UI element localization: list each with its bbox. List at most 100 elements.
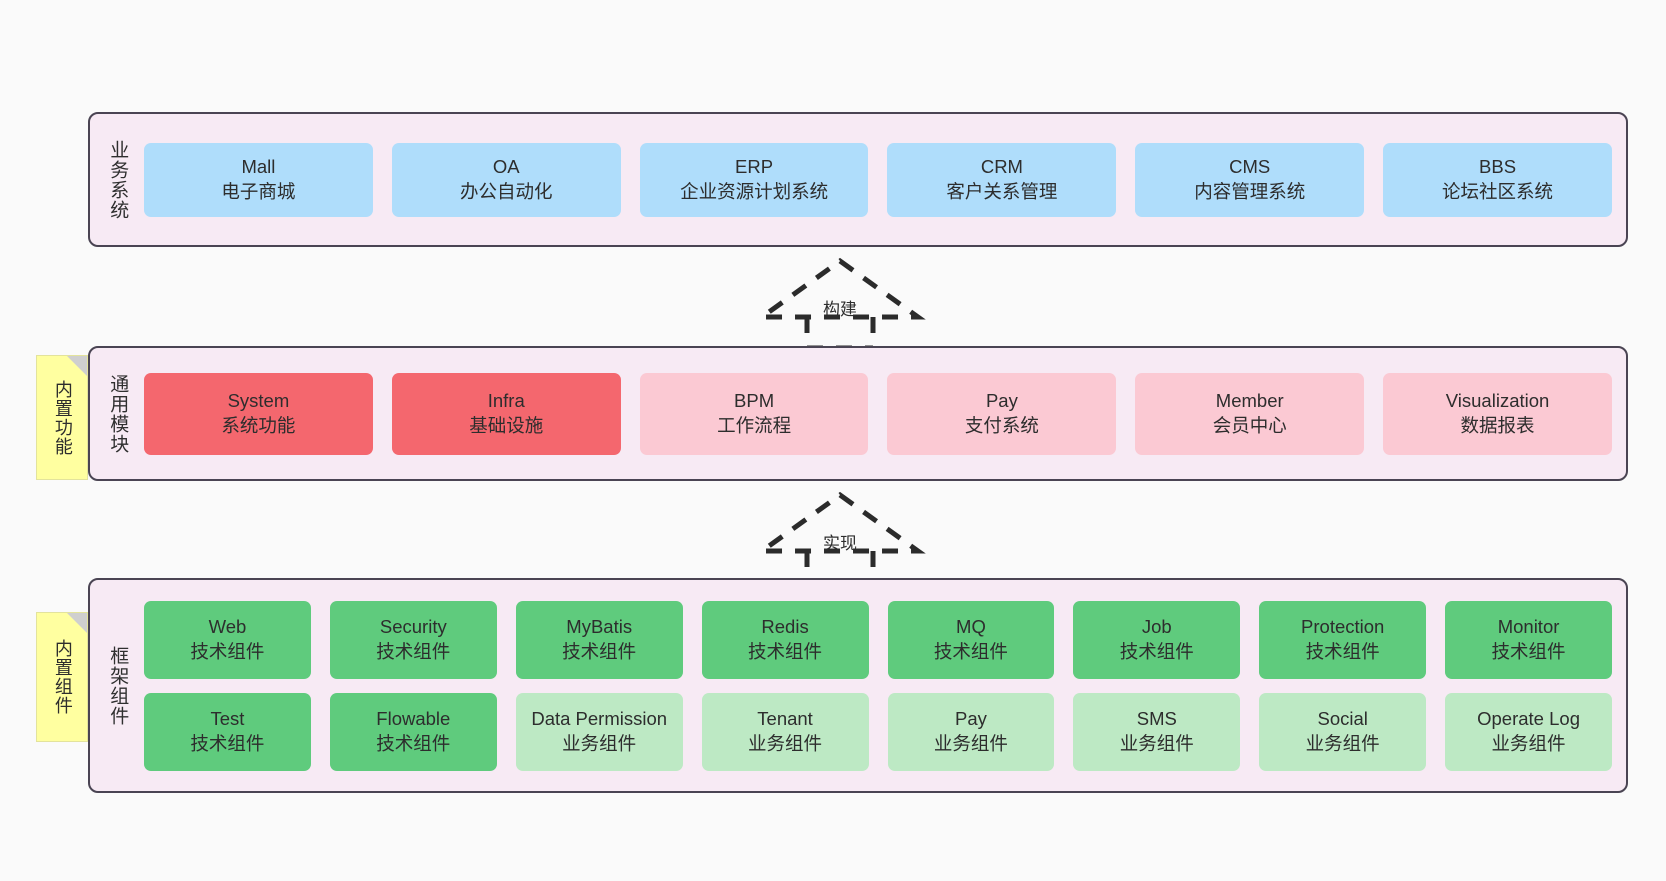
card-title-en: Mall (241, 156, 276, 178)
card-visualization[interactable]: Visualization 数据报表 (1383, 372, 1612, 455)
card-title-en: Operate Log (1477, 708, 1580, 730)
card-test[interactable]: Test 技术组件 (144, 692, 311, 771)
card-mall[interactable]: Mall 电子商城 (144, 142, 373, 217)
card-row: Test 技术组件 Flowable 技术组件 Data Permission … (144, 692, 1612, 771)
card-title-en: Monitor (1497, 616, 1560, 638)
card-title-cn: 支付系统 (964, 414, 1039, 436)
card-security[interactable]: Security 技术组件 (329, 600, 497, 679)
card-title-en: Member (1215, 390, 1284, 412)
card-title-cn: 工作流程 (717, 414, 792, 436)
card-title-cn: 技术组件 (1119, 640, 1194, 662)
card-monitor[interactable]: Monitor 技术组件 (1445, 600, 1612, 679)
card-title-en: CMS (1229, 156, 1271, 178)
card-bbs[interactable]: BBS 论坛社区系统 (1383, 142, 1612, 217)
card-title-cn: 技术组件 (748, 640, 823, 662)
arrow-head-triangle (754, 491, 926, 554)
card-row: Web 技术组件 Security 技术组件 MyBatis 技术组件 Redi… (144, 600, 1612, 679)
arrow-head-triangle (754, 257, 926, 320)
card-pay[interactable]: Pay 支付系统 (887, 372, 1117, 455)
card-title-en: Test (210, 708, 245, 730)
card-title-en: SMS (1136, 708, 1177, 730)
card-title-cn: 业务组件 (562, 732, 637, 754)
card-title-en: Protection (1301, 616, 1385, 638)
card-infra[interactable]: Infra 基础设施 (391, 372, 621, 455)
sticky-note-builtin-component: 内置组件 (36, 612, 88, 742)
card-erp[interactable]: ERP 企业资源计划系统 (639, 142, 869, 217)
card-redis[interactable]: Redis 技术组件 (701, 600, 869, 679)
card-title-en: MQ (956, 616, 986, 638)
layer-body-business-system: Mall 电子商城 OA 办公自动化 ERP 企业资源计划系统 CRM 客户关系… (134, 122, 1616, 237)
card-title-en: ERP (735, 156, 774, 178)
card-title-cn: 会员中心 (1212, 414, 1287, 436)
card-title-cn: 技术组件 (1491, 640, 1566, 662)
card-pay-business[interactable]: Pay 业务组件 (887, 692, 1055, 771)
card-title-cn: 电子商城 (221, 180, 296, 202)
card-title-en: BBS (1479, 156, 1517, 178)
card-row: System 系统功能 Infra 基础设施 BPM 工作流程 Pay 支付系统… (144, 372, 1612, 455)
card-title-cn: 业务组件 (1119, 732, 1194, 754)
layer-title-business-system: 业务系统 (107, 139, 129, 220)
card-title-cn: 基础设施 (469, 414, 544, 436)
card-title-cn: 技术组件 (933, 640, 1008, 662)
card-title-cn: 技术组件 (190, 640, 265, 662)
layer-framework-component: 框架组件 Web 技术组件 Security 技术组件 MyBatis 技术组件… (88, 578, 1628, 793)
card-data-permission[interactable]: Data Permission 业务组件 (515, 692, 683, 771)
card-title-en: Social (1317, 708, 1368, 730)
card-tenant[interactable]: Tenant 业务组件 (701, 692, 869, 771)
card-title-en: Job (1141, 616, 1172, 638)
card-title-cn: 技术组件 (376, 640, 451, 662)
card-title-cn: 业务组件 (1305, 732, 1380, 754)
card-title-cn: 技术组件 (376, 732, 451, 754)
layer-body-framework-component: Web 技术组件 Security 技术组件 MyBatis 技术组件 Redi… (134, 588, 1616, 783)
card-title-en: OA (492, 156, 520, 178)
card-sms[interactable]: SMS 业务组件 (1073, 692, 1241, 771)
card-crm[interactable]: CRM 客户关系管理 (887, 142, 1117, 217)
connector-label-realize: 实现 (823, 534, 857, 553)
card-title-en: Redis (761, 616, 809, 638)
card-social[interactable]: Social 业务组件 (1259, 692, 1427, 771)
card-row: Mall 电子商城 OA 办公自动化 ERP 企业资源计划系统 CRM 客户关系… (144, 142, 1612, 217)
card-title-cn: 内容管理系统 (1194, 180, 1306, 202)
card-title-en: Tenant (757, 708, 813, 730)
connector-build: 构建 (750, 255, 930, 350)
card-title-cn: 业务组件 (1491, 732, 1566, 754)
connector-realize: 实现 (750, 489, 930, 584)
card-system[interactable]: System 系统功能 (144, 372, 373, 455)
card-title-en: Infra (487, 390, 525, 412)
card-title-cn: 企业资源计划系统 (680, 180, 829, 202)
card-mybatis[interactable]: MyBatis 技术组件 (515, 600, 683, 679)
card-title-en: Web (208, 616, 247, 638)
layer-title-framework-component: 框架组件 (107, 645, 129, 726)
card-member[interactable]: Member 会员中心 (1135, 372, 1365, 455)
card-oa[interactable]: OA 办公自动化 (391, 142, 621, 217)
card-title-cn: 技术组件 (562, 640, 637, 662)
card-title-en: Security (379, 616, 447, 638)
card-operate-log[interactable]: Operate Log 业务组件 (1445, 692, 1612, 771)
card-title-en: System (227, 390, 290, 412)
card-title-cn: 系统功能 (221, 414, 296, 436)
card-title-en: Data Permission (531, 708, 668, 730)
card-bpm[interactable]: BPM 工作流程 (639, 372, 869, 455)
card-title-en: Pay (985, 390, 1018, 412)
card-web[interactable]: Web 技术组件 (144, 600, 311, 679)
card-title-en: MyBatis (566, 616, 633, 638)
card-title-cn: 业务组件 (933, 732, 1008, 754)
layer-title-common-module: 通用模块 (107, 373, 129, 454)
sticky-note-label: 内置功能 (52, 379, 73, 456)
card-title-cn: 业务组件 (748, 732, 823, 754)
card-mq[interactable]: MQ 技术组件 (887, 600, 1055, 679)
connector-label-build: 构建 (823, 300, 857, 319)
card-job[interactable]: Job 技术组件 (1073, 600, 1241, 679)
layer-body-common-module: System 系统功能 Infra 基础设施 BPM 工作流程 Pay 支付系统… (134, 356, 1616, 471)
card-protection[interactable]: Protection 技术组件 (1259, 600, 1427, 679)
card-title-en: Visualization (1445, 390, 1550, 412)
card-title-cn: 数据报表 (1460, 414, 1535, 436)
card-cms[interactable]: CMS 内容管理系统 (1135, 142, 1365, 217)
card-title-cn: 技术组件 (190, 732, 265, 754)
card-title-en: CRM (980, 156, 1023, 178)
card-title-cn: 论坛社区系统 (1442, 180, 1554, 202)
layer-common-module: 通用模块 System 系统功能 Infra 基础设施 BPM 工作流程 Pay… (88, 346, 1628, 481)
layer-business-system: 业务系统 Mall 电子商城 OA 办公自动化 ERP 企业资源计划系统 CRM… (88, 112, 1628, 247)
card-flowable[interactable]: Flowable 技术组件 (329, 692, 497, 771)
